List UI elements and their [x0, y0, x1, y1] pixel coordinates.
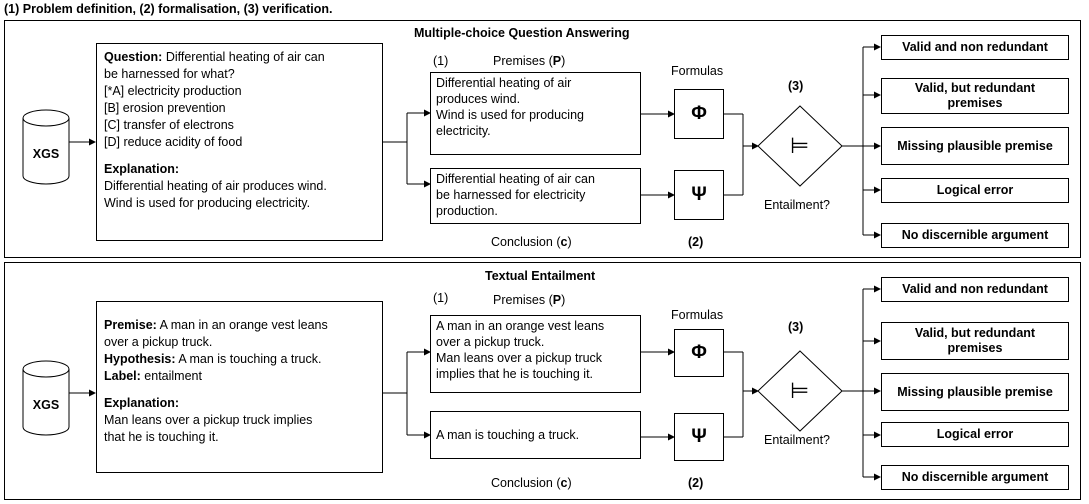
conclusion-line: be harnessed for electricity	[436, 188, 586, 202]
example-line: [B] erosion prevention	[104, 101, 226, 115]
example-box: Premise: A man in an orange vest leans o…	[96, 301, 383, 473]
panel-textual-entailment: Textual Entailment XGS Premise: A man in…	[4, 262, 1081, 500]
entailment-diamond	[757, 105, 843, 187]
phi-formula-box: Φ	[674, 329, 724, 377]
conclusion-label: Conclusion (c)	[491, 235, 572, 249]
example-line: [C] transfer of electrons	[104, 118, 234, 132]
premise-line: produces wind.	[436, 92, 521, 106]
panel-multiple-choice-qa: Multiple-choice Question Answering XGS Q…	[4, 20, 1081, 258]
conclusion-box: A man is touching a truck.	[430, 411, 641, 459]
premise-line: electricity.	[436, 124, 491, 138]
entailment-label: Entailment?	[764, 433, 831, 447]
premise-line: over a pickup truck.	[436, 335, 545, 349]
conclusion-box: Differential heating of air can be harne…	[430, 168, 641, 224]
outcome-missing-premise: Missing plausible premise	[881, 127, 1069, 165]
conclusion-line: production.	[436, 204, 498, 218]
step-2-label: (2)	[688, 476, 704, 490]
explanation-label: Explanation:	[104, 396, 180, 410]
example-line: [D] reduce acidity of food	[104, 135, 243, 149]
example-line: [*A] electricity production	[104, 84, 242, 98]
psi-formula-box: Ψ	[674, 413, 724, 461]
panel-title: Textual Entailment	[485, 269, 596, 283]
entailment-label: Entailment?	[764, 198, 831, 212]
step-3-label: (3)	[788, 320, 804, 334]
premises-label: Premises (P)	[493, 54, 566, 68]
example-line: Hypothesis: A man is touching a truck.	[104, 352, 322, 366]
explanation-line: Differential heating of air produces win…	[104, 179, 327, 193]
outcome-valid-redundant: Valid, but redundant premises	[881, 322, 1069, 360]
outcome-logical-error: Logical error	[881, 178, 1069, 203]
source-label: XGS	[32, 147, 60, 161]
outcome-valid-non-redundant: Valid and non redundant	[881, 35, 1069, 60]
outcome-valid-redundant: Valid, but redundant premises	[881, 78, 1069, 114]
example-line: over a pickup truck.	[104, 335, 213, 349]
premise-line: Man leans over a pickup truck	[436, 351, 603, 365]
example-line: Premise: A man in an orange vest leans	[104, 318, 328, 332]
outcome-logical-error: Logical error	[881, 422, 1069, 447]
premises-box: A man in an orange vest leans over a pic…	[430, 315, 641, 393]
outcome-no-argument: No discernible argument	[881, 223, 1069, 248]
phi-formula-box: Φ	[674, 89, 724, 139]
explanation-line: that he is touching it.	[104, 430, 219, 444]
formulas-label: Formulas	[671, 308, 724, 322]
explanation-line: Wind is used for producing electricity.	[104, 196, 311, 210]
premise-line: Differential heating of air	[436, 76, 572, 90]
figure-caption: (1) Problem definition, (2) formalisatio…	[4, 2, 333, 16]
step-1-label: (1)	[433, 54, 449, 68]
conclusion-line: A man is touching a truck.	[436, 428, 580, 442]
example-line: Label: entailment	[104, 369, 202, 383]
panel-title: Multiple-choice Question Answering	[414, 26, 630, 40]
explanation-line: Man leans over a pickup truck implies	[104, 413, 313, 427]
psi-formula-box: Ψ	[674, 170, 724, 220]
premises-label: Premises (P)	[493, 293, 566, 307]
example-box: Question: Differential heating of air ca…	[96, 43, 383, 241]
step-3-label: (3)	[788, 79, 804, 93]
step-2-label: (2)	[688, 235, 704, 249]
example-line: Question: Differential heating of air ca…	[104, 50, 325, 64]
example-line: be harnessed for what?	[104, 67, 235, 81]
conclusion-line: Differential heating of air can	[436, 172, 595, 186]
connector-arrows	[22, 285, 881, 481]
outcome-no-argument: No discernible argument	[881, 465, 1069, 490]
outcome-valid-non-redundant: Valid and non redundant	[881, 277, 1069, 302]
entailment-diamond	[757, 350, 843, 432]
outcome-missing-premise: Missing plausible premise	[881, 373, 1069, 411]
premise-line: Wind is used for producing	[436, 108, 584, 122]
entails-symbol: ⊨	[790, 378, 810, 403]
formulas-label: Formulas	[671, 64, 724, 78]
explanation-label: Explanation:	[104, 162, 180, 176]
entails-symbol: ⊨	[790, 133, 810, 158]
conclusion-label: Conclusion (c)	[491, 476, 572, 490]
database-icon	[22, 360, 70, 436]
premise-line: implies that he is touching it.	[436, 367, 594, 381]
source-label: XGS	[32, 398, 60, 412]
database-icon	[22, 109, 70, 185]
premises-box: Differential heating of air produces win…	[430, 72, 641, 155]
premise-line: A man in an orange vest leans	[436, 319, 605, 333]
connector-arrows	[22, 43, 881, 239]
step-1-label: (1)	[433, 291, 449, 305]
